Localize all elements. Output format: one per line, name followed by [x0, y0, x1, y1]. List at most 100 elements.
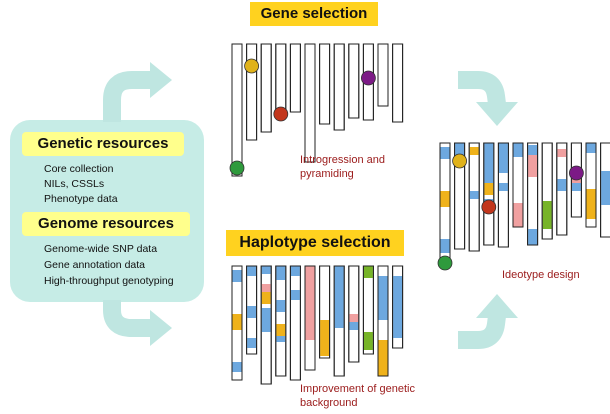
chromosome	[246, 43, 258, 141]
chromosome-body	[333, 43, 345, 131]
chromosome-segment	[261, 318, 271, 332]
genetic-item-core-collection: Core collection	[44, 163, 114, 175]
chromosome-outline	[289, 43, 301, 113]
chromosome	[439, 142, 451, 264]
chromosome-outline	[260, 265, 272, 385]
chromosome-segment	[232, 270, 242, 282]
chromosome	[377, 43, 389, 107]
chromosome-segment	[261, 308, 271, 318]
chromosome	[231, 43, 243, 177]
chromosome-segment	[498, 183, 508, 191]
chromosome	[377, 265, 389, 377]
genome-resources-label: Genome resources	[22, 212, 190, 236]
chromosome-segment	[276, 266, 286, 280]
gene-marker	[452, 153, 468, 169]
chromosome-outline	[275, 265, 287, 377]
chromosome-outline	[304, 265, 316, 371]
chromosome	[304, 265, 316, 371]
chromosome-segment	[261, 284, 271, 292]
chromosome-outline	[319, 43, 331, 125]
chromosome-outline	[483, 142, 495, 246]
haplotype-selection-chromosomes	[231, 265, 404, 385]
chromosome-outline	[541, 142, 553, 240]
chromosome-segment	[232, 314, 242, 330]
chromosome-segment	[305, 266, 315, 274]
chromosome-segment	[557, 149, 567, 157]
chromosome-segment	[232, 362, 242, 372]
chromosome-outline	[348, 265, 360, 363]
chromosome	[246, 265, 258, 355]
chromosome-segment	[247, 306, 257, 318]
arrow-haplotype-to-ideotype	[458, 294, 518, 349]
gene-selection-chromosomes	[229, 43, 404, 177]
chromosome-segment	[440, 147, 450, 159]
chromosome-outline	[512, 142, 524, 228]
chromosome-segment	[601, 171, 610, 205]
chromosome	[392, 265, 404, 349]
chromosome-outline	[527, 142, 539, 246]
haplotype-selection-title: Haplotype selection	[226, 230, 404, 256]
chromosome	[275, 265, 287, 377]
chromosome-body	[275, 265, 287, 377]
chromosome-outline	[289, 265, 301, 381]
improvement-caption: Improvement of genetic background	[300, 382, 415, 410]
chromosome-outline	[468, 142, 480, 252]
chromosome-segment	[363, 332, 373, 350]
chromosome-segment	[393, 276, 403, 338]
chromosome	[260, 265, 272, 385]
chromosome-outline	[570, 142, 582, 218]
chromosome-segment	[247, 338, 257, 348]
chromosome-outline	[362, 265, 374, 355]
chromosome-segment	[528, 155, 538, 177]
ideotype-caption: Ideotype design	[502, 269, 580, 281]
chromosome	[392, 43, 404, 123]
gene-marker	[273, 106, 289, 122]
chromosome	[497, 142, 509, 248]
chromosome-outline	[304, 43, 316, 163]
chromosome	[585, 142, 597, 228]
chromosome-outline	[392, 43, 404, 123]
resources-panel	[10, 120, 204, 302]
chromosome-segment	[320, 320, 330, 356]
chromosome-segment	[498, 143, 508, 173]
chromosome	[468, 142, 480, 252]
chromosome-outline	[333, 265, 345, 377]
chromosome-segment	[349, 322, 359, 330]
gene-marker	[481, 199, 497, 215]
gene-marker	[437, 255, 453, 271]
chromosome-body	[304, 43, 316, 163]
chromosome-segment	[261, 292, 271, 304]
chromosome	[319, 265, 331, 359]
chromosome	[348, 265, 360, 363]
chromosome-outline	[319, 265, 331, 359]
chromosome-segment	[261, 266, 271, 274]
introgression-caption-line2: pyramiding	[300, 168, 354, 180]
chromosome-segment	[542, 201, 552, 229]
chromosome-outline	[377, 265, 389, 377]
chromosome-segment	[571, 183, 581, 191]
chromosome	[348, 43, 360, 119]
chromosome-segment	[586, 143, 596, 153]
gene-marker	[360, 70, 376, 86]
chromosome-segment	[469, 147, 479, 155]
chromosome-outline	[231, 265, 243, 381]
arrow-gene-to-ideotype	[458, 71, 518, 126]
gene-marker	[229, 160, 245, 176]
chromosome-outline	[377, 43, 389, 107]
chromosome-body	[231, 43, 243, 177]
chromosome	[512, 142, 524, 228]
genetic-item-phenotype-data: Phenotype data	[44, 193, 118, 205]
chromosome-segment	[469, 191, 479, 199]
chromosome	[333, 43, 345, 131]
chromosome-segment	[440, 239, 450, 253]
chromosome-body	[260, 43, 272, 133]
chromosome-outline	[246, 43, 258, 141]
chromosome-body	[289, 265, 301, 381]
chromosome-segment	[513, 143, 523, 157]
introgression-caption: Introgression and pyramiding	[300, 153, 385, 181]
chromosome-body	[319, 43, 331, 125]
chromosome-segment	[378, 340, 388, 376]
chromosome	[289, 265, 301, 381]
chromosome-segment	[586, 189, 596, 219]
